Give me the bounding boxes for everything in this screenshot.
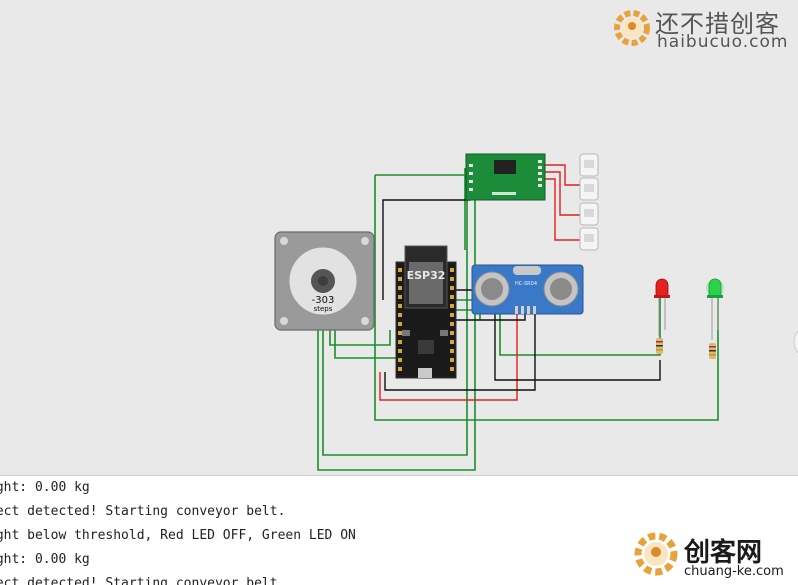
green-led[interactable] — [706, 278, 724, 340]
green-wires — [317, 168, 719, 471]
watermark-bottom-cn: 创客网 — [684, 538, 763, 568]
stepper-motor[interactable] — [274, 231, 375, 331]
green-led-resistor[interactable] — [709, 343, 716, 359]
gear-logo-icon — [614, 10, 650, 46]
hx711-board[interactable] — [465, 153, 546, 201]
red-led-resistor[interactable] — [656, 338, 663, 354]
red-wires — [379, 164, 580, 401]
gear-logo-icon — [634, 532, 678, 576]
log-line: ject detected! Starting conveyor belt. — [0, 576, 286, 585]
log-line: ight: 0.00 kg — [0, 480, 90, 495]
watermark-top-en: haibucuo.com — [657, 32, 789, 52]
load-cell-connectors[interactable] — [579, 153, 599, 251]
stepper-value: -303 — [312, 295, 335, 306]
watermark-bottom-en: chuang-ke.com — [684, 564, 784, 579]
watermark-top-cn: 还不措创客 — [655, 10, 780, 38]
ultrasonic-label: HC-SR04 — [515, 281, 537, 287]
esp32-label: ESP32 — [407, 269, 446, 282]
simulation-canvas[interactable]: -303 steps ESP32 — [0, 0, 798, 475]
red-led[interactable] — [654, 278, 670, 336]
log-line: ight below threshold, Red LED OFF, Green… — [0, 528, 356, 543]
watermark-bottom: 创客网 chuang-ke.com — [628, 526, 798, 584]
watermark-top: 还不措创客 haibucuo.com — [608, 2, 798, 52]
stepper-unit: steps — [314, 305, 333, 313]
log-line: ight: 0.00 kg — [0, 552, 90, 567]
ultrasonic-sensor[interactable] — [471, 264, 584, 315]
esp32-board[interactable] — [395, 245, 457, 379]
log-line: ject detected! Starting conveyor belt. — [0, 504, 286, 519]
circuit-diagram: -303 steps ESP32 — [274, 153, 798, 471]
right-edge-control[interactable] — [793, 326, 798, 358]
